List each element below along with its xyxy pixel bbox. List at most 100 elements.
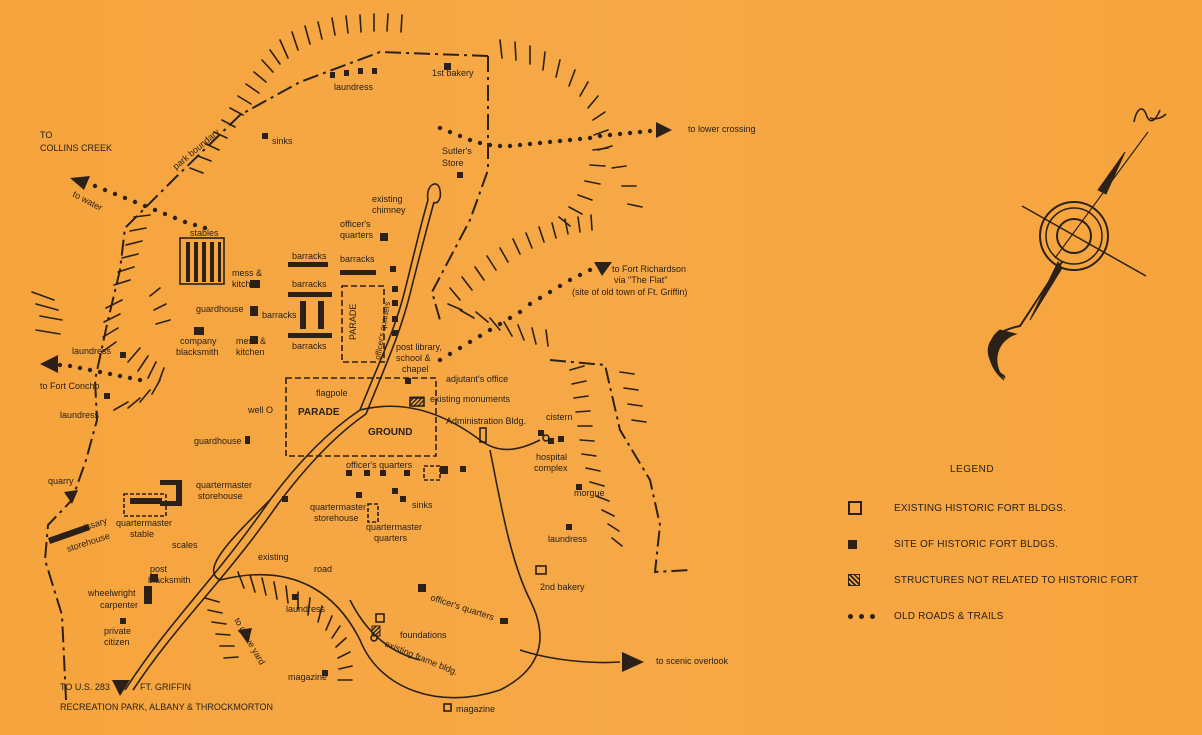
label-company-blacksmith-2: blacksmith — [176, 347, 219, 357]
label-sinks-south: sinks — [412, 500, 433, 510]
label-cistern: cistern — [546, 412, 573, 422]
label-barracks-5: barracks — [292, 341, 327, 351]
label-officers-quarters-far-south: officer's quarters — [429, 592, 495, 622]
park-boundary-line — [43, 50, 691, 701]
solid-square-icon — [848, 539, 857, 549]
direction-arrows — [40, 122, 672, 696]
compass-rose-icon — [987, 108, 1167, 381]
label-laundress-west2: laundress — [60, 410, 100, 420]
label-park-boundary: park boundary — [171, 127, 222, 172]
legend-title: LEGEND — [950, 464, 995, 475]
label-first-bakery: 1st bakery — [432, 68, 474, 78]
legend-item-existing: EXISTING HISTORIC FORT BLDGS. — [848, 497, 1139, 519]
label-sinks-north: sinks — [272, 136, 293, 146]
label-officers-quarters-north-2: quarters — [340, 230, 374, 240]
map-labels: TO COLLINS CREEK to water park boundary … — [40, 68, 756, 714]
label-sutlers-store-2: Store — [442, 158, 464, 168]
label-quartermaster-stable-1: quartermaster — [116, 518, 172, 528]
label-parade-north: PARADE — [348, 304, 358, 340]
label-laundress-west: laundress — [72, 346, 112, 356]
label-to-fort-concho: to Fort Concho — [40, 381, 100, 391]
legend-item-unrelated: STRUCTURES NOT RELATED TO HISTORIC FORT — [848, 569, 1139, 591]
label-carpenter: carpenter — [100, 600, 138, 610]
unrelated-structures — [371, 396, 425, 637]
label-ft-griffin: FT. GRIFFIN — [140, 682, 191, 692]
label-quartermaster-quarters-2: quarters — [374, 533, 408, 543]
arrow-to-water — [70, 176, 90, 190]
label-hospital-complex-2: complex — [534, 463, 568, 473]
hatched-square-icon — [848, 574, 860, 586]
label-second-bakery: 2nd bakery — [540, 582, 585, 592]
label-private-citizen-2: citizen — [104, 637, 130, 647]
label-quartermaster-storehouse-1: quartermaster — [196, 480, 252, 490]
label-mess-kitchen-2b: kitchen — [236, 347, 265, 357]
label-to-scenic-overlook: to scenic overlook — [656, 656, 729, 666]
label-post-library-3: chapel — [402, 364, 429, 374]
parade-north-outline — [341, 285, 385, 363]
arrow-to-us-283 — [112, 680, 130, 696]
existing-buildings — [123, 237, 550, 712]
label-sutlers-store-1: Sutler's — [442, 146, 472, 156]
legend-text-existing: EXISTING HISTORIC FORT BLDGS. — [894, 502, 1066, 514]
label-morgue: morgue — [574, 488, 605, 498]
label-ground: GROUND — [368, 427, 412, 438]
arrow-to-fort-concho — [40, 355, 58, 373]
label-existing-road-1: existing — [258, 552, 289, 562]
label-to-fort-richardson-1: to Fort Richardson — [612, 264, 686, 274]
north-letter-icon — [1133, 108, 1167, 123]
label-to-collins-creek-2: COLLINS CREEK — [40, 143, 112, 153]
label-magazine-2: magazine — [456, 704, 495, 714]
label-post-blacksmith-2: blacksmith — [148, 575, 191, 585]
label-quartermaster-stable-2: stable — [130, 529, 154, 539]
open-square-icon — [848, 501, 862, 515]
label-to-us-283: TO U.S. 283 — [60, 682, 110, 692]
label-parade-main: PARADE — [298, 407, 340, 418]
label-quartermaster-storehouse-2: storehouse — [198, 491, 243, 501]
dots-icon — [848, 609, 878, 623]
label-wheelwright: wheelwright — [87, 588, 136, 598]
label-quartermaster-quarters-1: quartermaster — [366, 522, 422, 532]
label-to-fort-richardson-2: via "The Flat" — [614, 275, 667, 285]
label-scales: scales — [172, 540, 198, 550]
label-quartermaster-storehouse-b1: quartermaster — [310, 502, 366, 512]
label-guardhouse-south: guardhouse — [194, 436, 242, 446]
label-officers-quarters-vertical: officer's quarters — [373, 301, 392, 360]
label-to-water: to water — [71, 189, 104, 213]
old-trails — [57, 125, 653, 383]
roads — [124, 183, 621, 699]
label-existing-monuments: existing monuments — [430, 394, 511, 404]
label-barracks-2: barracks — [340, 254, 375, 264]
label-company-blacksmith-1: company — [180, 336, 217, 346]
label-foundations: foundations — [400, 630, 447, 640]
label-adjutants-office: adjutant's office — [446, 374, 508, 384]
label-officers-quarters-north-1: officer's — [340, 219, 371, 229]
label-private-citizen-1: private — [104, 626, 131, 636]
label-existing-frame-bldg: existing frame bldg. — [383, 639, 459, 678]
arrow-to-scenic-overlook — [622, 652, 644, 672]
label-barracks-4: barracks — [262, 310, 297, 320]
legend-item-trails: OLD ROADS & TRAILS — [848, 605, 1139, 627]
arrow-to-fort-richardson — [594, 262, 612, 276]
legend-text-unrelated: STRUCTURES NOT RELATED TO HISTORIC FORT — [894, 574, 1139, 586]
label-stables: stables — [190, 228, 219, 238]
label-barracks-1: barracks — [292, 251, 327, 261]
legend-text-trails: OLD ROADS & TRAILS — [894, 610, 1004, 622]
label-laundress-east: laundress — [548, 534, 588, 544]
label-officers-quarters-south: officer's quarters — [346, 460, 413, 470]
label-well: well O — [247, 405, 273, 415]
label-laundress-north: laundress — [334, 82, 374, 92]
parade-ground-outline — [285, 377, 437, 457]
label-barracks-3: barracks — [292, 279, 327, 289]
hachures — [31, 13, 647, 681]
label-administration-bldg: Administration Bldg. — [446, 416, 526, 426]
label-magazine-1: magazine — [288, 672, 327, 682]
legend: EXISTING HISTORIC FORT BLDGS. SITE OF HI… — [848, 497, 1139, 641]
building-sites — [48, 63, 582, 676]
label-recreation-park: RECREATION PARK, ALBANY & THROCKMORTON — [60, 702, 273, 712]
label-guardhouse-north: guardhouse — [196, 304, 244, 314]
stables-structure — [186, 242, 221, 282]
label-laundress-south: laundress — [286, 604, 326, 614]
label-to-grave-yard: to grave yard — [232, 616, 267, 666]
